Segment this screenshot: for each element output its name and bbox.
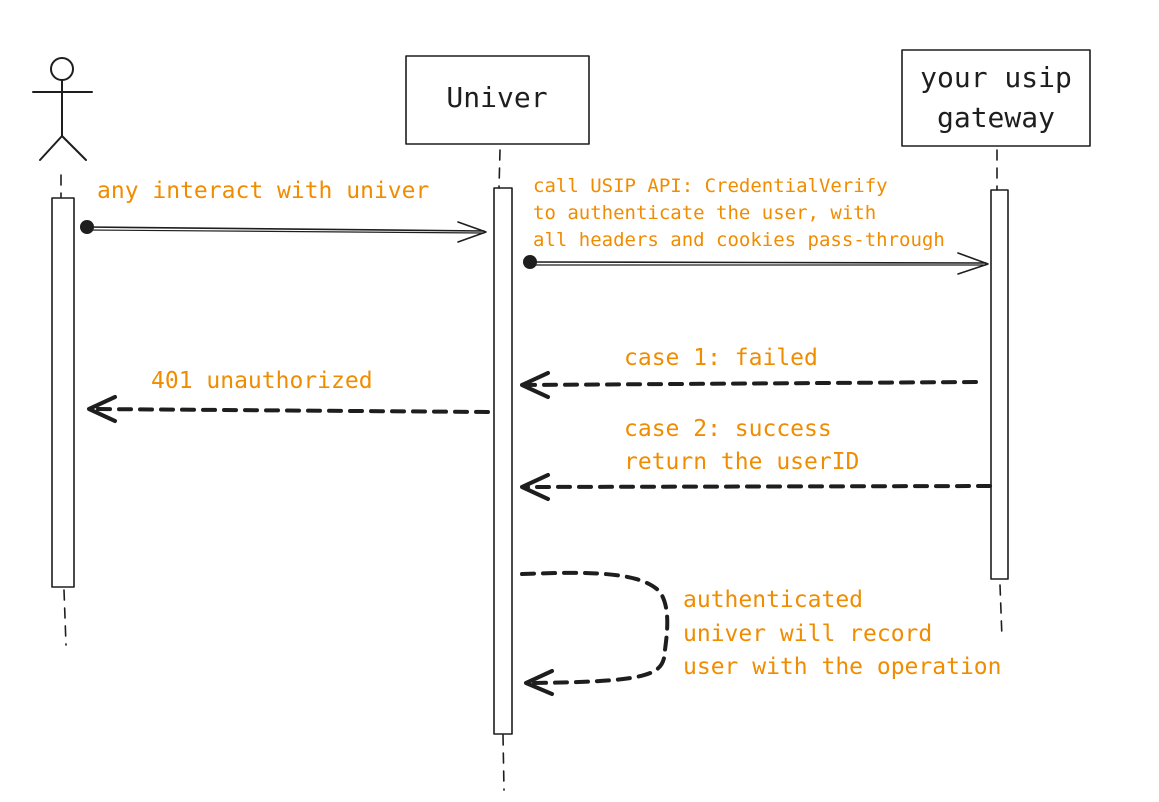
- participant-univer-box: Univer: [405, 55, 590, 145]
- message-case2-label-line1: case 2: success: [624, 416, 832, 442]
- lifelines: [60, 149, 1003, 791]
- message-self-record-label-line3: user with the operation: [683, 654, 1002, 680]
- univer-activation-bar: [493, 187, 513, 735]
- message-unauthorized-arrow: [87, 395, 490, 423]
- message-interact-arrow: [80, 220, 487, 243]
- message-call-usip-label-line2: to authenticate the user, with: [533, 202, 876, 224]
- gateway-activation-bar: [990, 189, 1009, 580]
- message-unauthorized-label: 401 unauthorized: [151, 368, 373, 394]
- message-case2-arrow: [520, 473, 992, 501]
- message-self-record-label-line1: authenticated: [683, 587, 863, 613]
- message-case2-label-line2: return the userID: [624, 449, 859, 475]
- message-interact-label: any interact with univer: [97, 178, 429, 204]
- participant-gateway-label-line1: your usip: [920, 61, 1072, 94]
- message-call-usip-label-line3: all headers and cookies pass-through: [533, 229, 945, 251]
- message-self-record-arrow: [520, 570, 670, 696]
- participant-gateway-label-line2: gateway: [937, 101, 1055, 134]
- participant-univer-label: Univer: [446, 81, 547, 114]
- message-call-usip-label-line1: call USIP API: CredentialVerify: [533, 175, 888, 197]
- user-actor-icon: [32, 57, 93, 161]
- message-case1-label: case 1: failed: [624, 345, 818, 371]
- message-call-usip-arrow: [523, 252, 989, 275]
- user-activation-bar: [51, 197, 75, 588]
- message-case1-arrow: [520, 371, 978, 399]
- participant-gateway-box: your usip gateway: [901, 49, 1091, 147]
- message-self-record-label-line2: univer will record: [683, 621, 932, 647]
